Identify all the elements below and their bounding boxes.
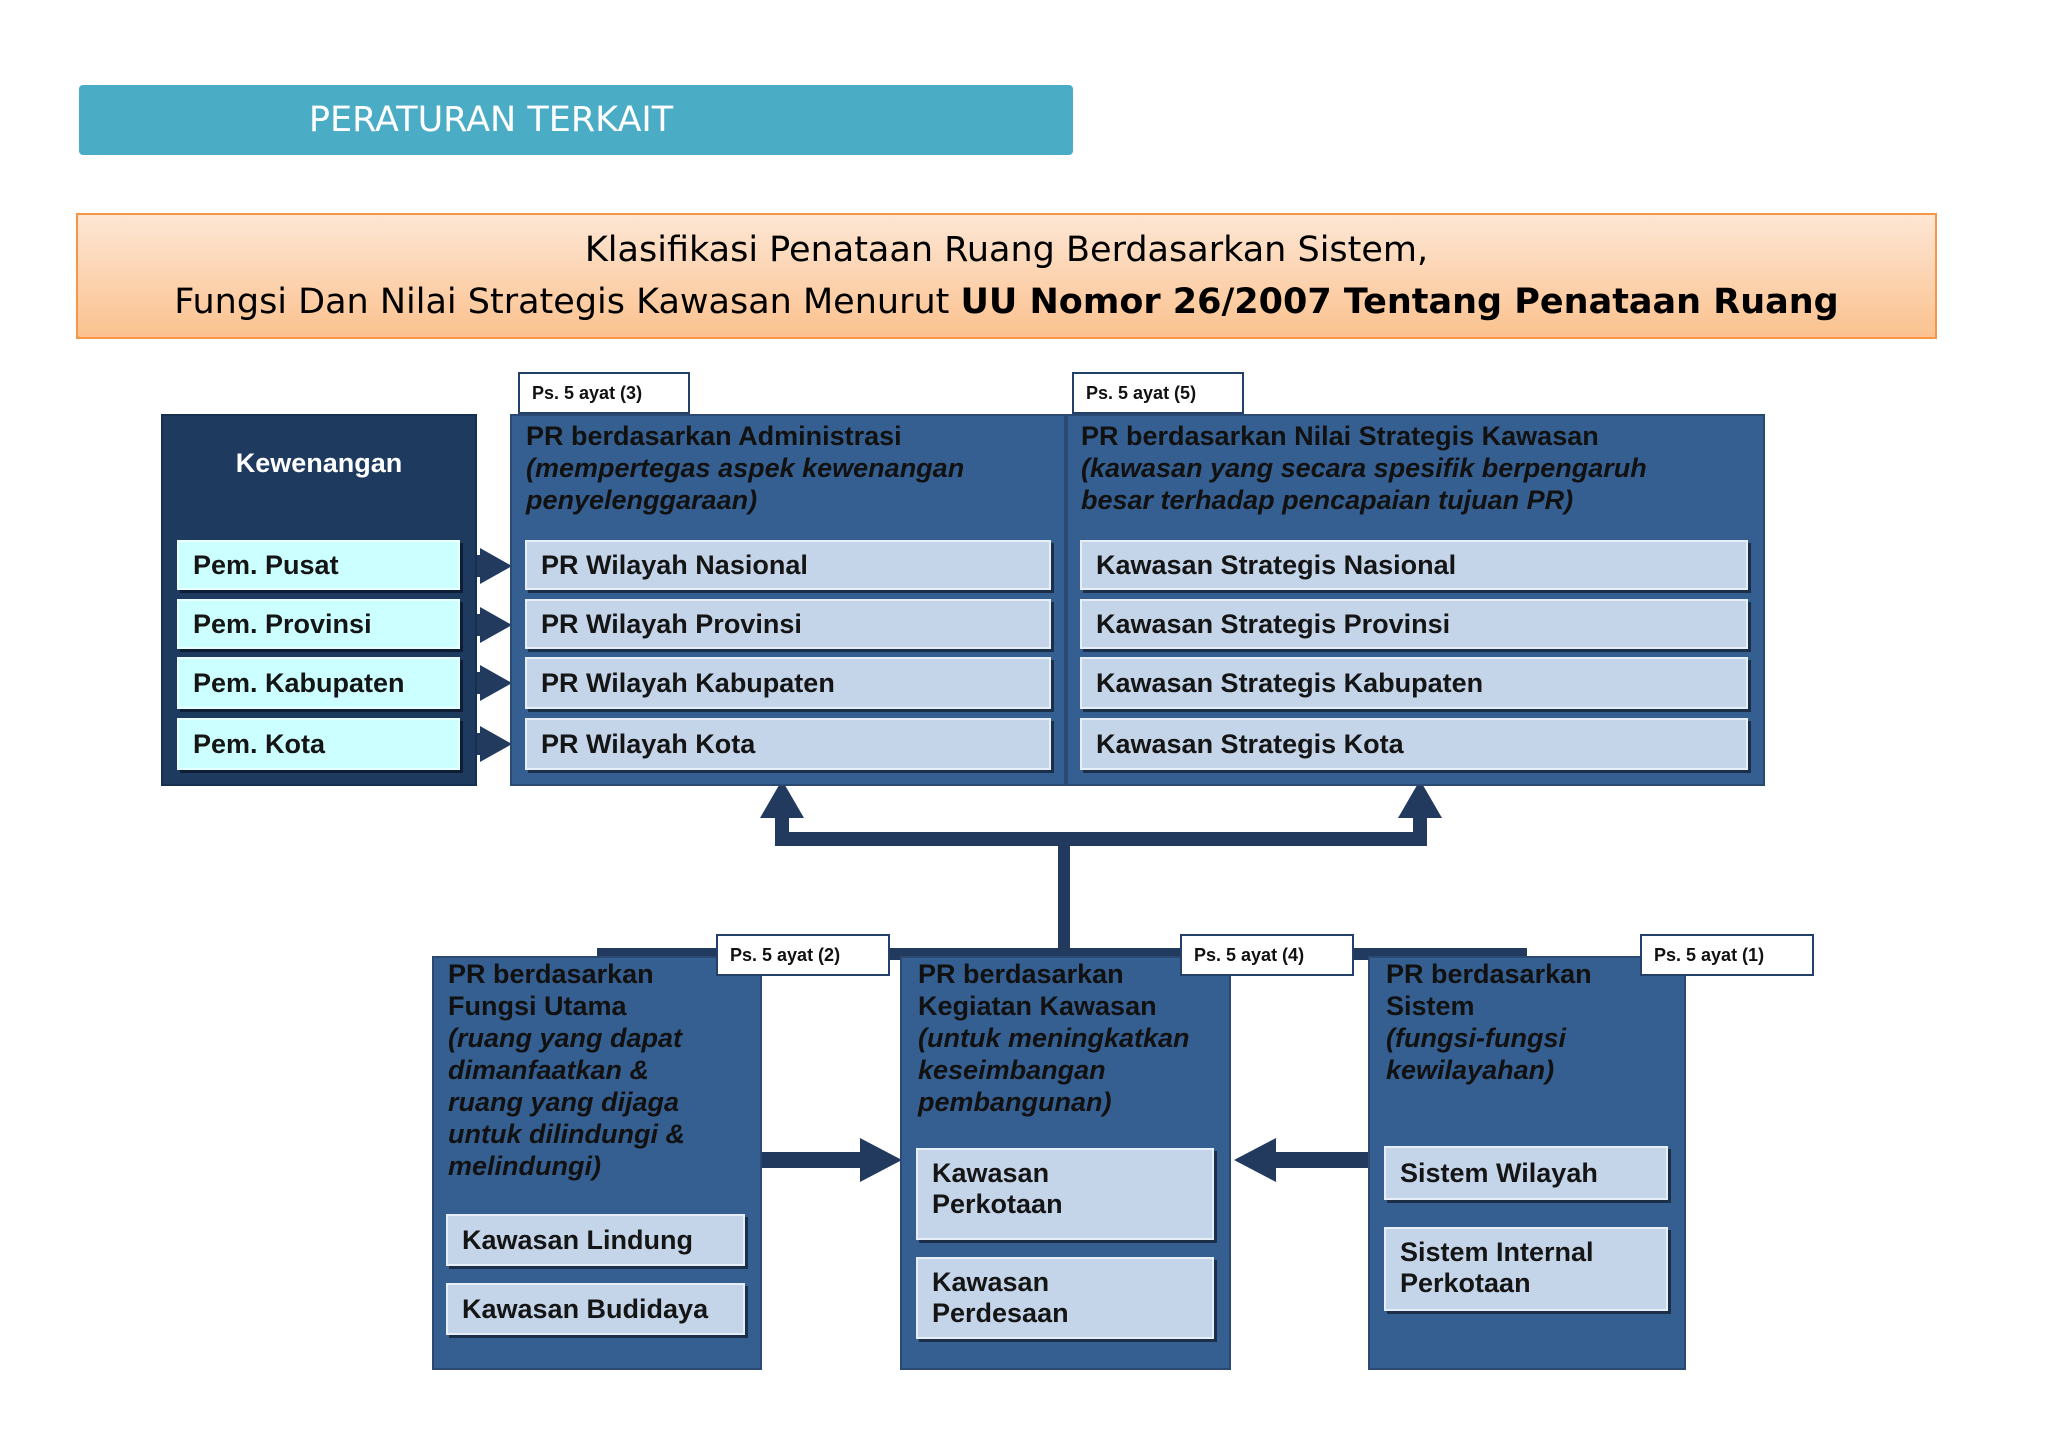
strategis-header: PR berdasarkan Nilai Strategis Kawasan (…	[1081, 420, 1761, 516]
title-line-2: Fungsi Dan Nilai Strategis Kawasan Menur…	[174, 276, 1838, 328]
sistem-item-internal-line1: Sistem Internal	[1400, 1237, 1594, 1267]
fungsi-title-1: PR berdasarkan	[448, 959, 654, 989]
kegiatan-item-perkotaan: Kawasan Perkotaan	[916, 1148, 1214, 1240]
administrasi-subtitle-1: (mempertegas aspek kewenangan	[526, 453, 965, 483]
kegiatan-desc-1: (untuk meningkatkan	[918, 1023, 1190, 1053]
fungsi-header: PR berdasarkan Fungsi Utama (ruang yang …	[448, 958, 748, 1182]
arrow-up-left	[760, 780, 804, 818]
strategis-item-kota: Kawasan Strategis Kota	[1080, 718, 1748, 770]
title-line-2-bold: UU Nomor 26/2007 Tentang Penataan Ruang	[960, 282, 1839, 322]
title-line-2-normal: Fungsi Dan Nilai Strategis Kawasan Menur…	[174, 282, 961, 322]
sistem-item-wilayah: Sistem Wilayah	[1384, 1146, 1668, 1200]
sistem-header: PR berdasarkan Sistem (fungsi-fungsi kew…	[1386, 958, 1666, 1086]
fungsi-title-2: Fungsi Utama	[448, 991, 627, 1021]
strategis-reference-tag: Ps. 5 ayat (5)	[1072, 372, 1244, 414]
strategis-item-provinsi: Kawasan Strategis Provinsi	[1080, 599, 1748, 649]
sistem-title-1: PR berdasarkan	[1386, 959, 1592, 989]
sistem-desc-2: kewilayahan)	[1386, 1055, 1555, 1085]
fungsi-item-budidaya: Kawasan Budidaya	[446, 1283, 745, 1335]
sistem-item-internal-line2: Perkotaan	[1400, 1268, 1531, 1298]
fungsi-reference-tag: Ps. 5 ayat (2)	[716, 934, 890, 976]
kegiatan-header: PR berdasarkan Kegiatan Kawasan (untuk m…	[918, 958, 1218, 1118]
kegiatan-title-2: Kegiatan Kawasan	[918, 991, 1157, 1021]
kegiatan-title-1: PR berdasarkan	[918, 959, 1124, 989]
fungsi-desc-3: ruang yang dijaga	[448, 1087, 680, 1117]
kewenangan-item-kota: Pem. Kota	[177, 718, 460, 770]
administrasi-item-nasional: PR Wilayah Nasional	[525, 540, 1051, 590]
kewenangan-item-provinsi: Pem. Provinsi	[177, 599, 460, 649]
sistem-item-internal: Sistem Internal Perkotaan	[1384, 1227, 1668, 1311]
page-title: PERATURAN TERKAIT	[308, 100, 674, 140]
administrasi-subtitle-2: penyelenggaraan)	[526, 485, 758, 515]
kegiatan-desc-2: keseimbangan	[918, 1055, 1106, 1085]
connector-trunk	[1058, 840, 1070, 955]
kewenangan-title: Kewenangan	[235, 448, 403, 478]
strategis-item-nasional: Kawasan Strategis Nasional	[1080, 540, 1748, 590]
arrow-sistem-to-kegiatan-head	[1234, 1138, 1276, 1182]
sistem-title-2: Sistem	[1386, 991, 1475, 1021]
sistem-desc-1: (fungsi-fungsi	[1386, 1023, 1566, 1053]
kegiatan-reference-tag: Ps. 5 ayat (4)	[1180, 934, 1354, 976]
administrasi-item-kabupaten: PR Wilayah Kabupaten	[525, 657, 1051, 709]
strategis-title: PR berdasarkan Nilai Strategis Kawasan	[1081, 421, 1599, 451]
administrasi-reference-tag: Ps. 5 ayat (3)	[518, 372, 690, 414]
kegiatan-item-perkotaan-line1: Kawasan	[932, 1158, 1050, 1188]
sistem-reference-tag: Ps. 5 ayat (1)	[1640, 934, 1814, 976]
header-bar	[79, 85, 1073, 155]
connector-crossbar	[775, 832, 1427, 846]
title-line-1: Klasifikasi Penataan Ruang Berdasarkan S…	[584, 230, 1429, 270]
strategis-subtitle-2: besar terhadap pencapaian tujuan PR)	[1081, 485, 1574, 515]
sistem-item-wilayah-label: Sistem Wilayah	[1400, 1157, 1598, 1188]
kegiatan-item-perdesaan: Kawasan Perdesaan	[916, 1257, 1214, 1339]
arrow-sistem-to-kegiatan-shaft	[1270, 1152, 1370, 1168]
strategis-item-kabupaten: Kawasan Strategis Kabupaten	[1080, 657, 1748, 709]
administrasi-item-provinsi: PR Wilayah Provinsi	[525, 599, 1051, 649]
fungsi-desc-5: melindungi)	[448, 1151, 601, 1181]
kewenangan-item-kabupaten: Pem. Kabupaten	[177, 657, 460, 709]
kegiatan-item-perdesaan-line2: Perdesaan	[932, 1298, 1069, 1328]
arrow-fungsi-to-kegiatan-head	[860, 1138, 902, 1182]
kegiatan-item-perkotaan-line2: Perkotaan	[932, 1189, 1063, 1219]
fungsi-desc-2: dimanfaatkan &	[448, 1055, 650, 1085]
diagram-title: Klasifikasi Penataan Ruang Berdasarkan S…	[76, 213, 1937, 339]
kewenangan-item-pusat: Pem. Pusat	[177, 540, 460, 590]
administrasi-header: PR berdasarkan Administrasi (mempertegas…	[526, 420, 1056, 516]
fungsi-item-lindung: Kawasan Lindung	[446, 1214, 745, 1266]
arrow-up-right	[1398, 780, 1442, 818]
administrasi-item-kota: PR Wilayah Kota	[525, 718, 1051, 770]
arrow-fungsi-to-kegiatan-shaft	[760, 1152, 864, 1168]
fungsi-desc-4: untuk dilindungi &	[448, 1119, 685, 1149]
strategis-subtitle-1: (kawasan yang secara spesifik berpengaru…	[1081, 453, 1647, 483]
administrasi-title: PR berdasarkan Administrasi	[526, 421, 902, 451]
kegiatan-item-perdesaan-line1: Kawasan	[932, 1267, 1050, 1297]
kegiatan-desc-3: pembangunan)	[918, 1087, 1112, 1117]
fungsi-desc-1: (ruang yang dapat	[448, 1023, 683, 1053]
